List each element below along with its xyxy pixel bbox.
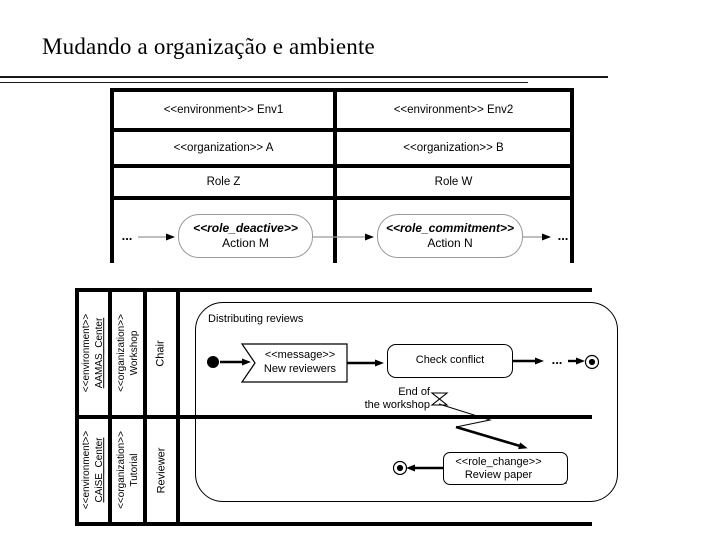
lane1-organization-stereotype: <<organization>> (115, 314, 127, 392)
action-n-label: Action N (427, 236, 473, 250)
slide-title: Mudando a organização e ambiente (42, 34, 375, 59)
title-rule-bottom (0, 82, 528, 83)
table-row-divider-1 (110, 128, 574, 132)
title-rule-top (0, 76, 608, 78)
table-border-top (110, 88, 574, 92)
table-border-left (110, 88, 114, 263)
table-row-divider-3 (110, 196, 574, 200)
swimlane-border-bottom (75, 522, 592, 526)
org-a-cell: <<organization>> A (173, 142, 274, 154)
lane1-organization-cell: <<organization>> Workshop (112, 292, 143, 414)
swimlane-col-divider-2 (143, 292, 147, 522)
role-change-stereotype: <<role_change>> (455, 456, 542, 468)
table-divider-middle (333, 88, 337, 263)
action-m-label: Action M (222, 236, 269, 250)
time-event-line2: the workshop (364, 398, 430, 411)
ellipsis-right: ... (557, 228, 569, 243)
accept-event-label: <<message>> New reviewers (254, 348, 346, 376)
activity-frame (195, 302, 618, 502)
lane2-environment-cell: <<environment>> CAiSE_Center (79, 418, 108, 522)
message-name: New reviewers (263, 363, 337, 375)
role-z-cell: Role Z (206, 176, 241, 188)
time-event-line1: End of (398, 386, 430, 398)
review-paper-action: <<role_change>> Review paper (443, 452, 568, 485)
activity-ellipsis: ... (551, 352, 563, 367)
swimlane-border-left (75, 288, 79, 526)
action-n-stereotype: <<role_commitment>> (385, 221, 515, 235)
lane1-environment-cell: <<environment>> AAMAS_Center (79, 292, 108, 414)
role-w-cell: Role W (434, 176, 473, 188)
check-conflict-action: Check conflict (387, 344, 513, 378)
swimlane-col-divider-3 (176, 292, 180, 522)
ellipsis-left: ... (121, 228, 133, 243)
lane2-environment-stereotype: <<environment>> (81, 430, 93, 510)
lane1-organization-name: Workshop (128, 330, 140, 376)
lane1-role-cell: Chair (147, 292, 176, 414)
time-event-label: End of the workshop (350, 386, 430, 411)
env2-cell: <<environment>> Env2 (393, 104, 514, 116)
lane2-organization-cell: <<organization>> Tutorial (112, 418, 143, 522)
swimlane-border-top (75, 288, 592, 292)
lane2-organization-stereotype: <<organization>> (115, 431, 127, 509)
activity-frame-label: Distributing reviews (208, 313, 304, 325)
lane-divider (79, 415, 592, 419)
action-m-stereotype: <<role_deactive>> (193, 221, 298, 235)
message-stereotype: <<message>> (264, 349, 336, 361)
lane1-environment-stereotype: <<environment>> (81, 313, 93, 393)
lane1-environment-name: AAMAS_Center (94, 317, 106, 389)
table-row-divider-2 (110, 164, 574, 168)
env1-cell: <<environment>> Env1 (163, 104, 284, 116)
role-change-name: Review paper (464, 469, 533, 481)
lane1-role-label: Chair (154, 339, 167, 367)
lane2-organization-name: Tutorial (128, 453, 140, 487)
table-border-right (570, 88, 574, 263)
swimlane-col-divider-1 (108, 292, 112, 522)
lane2-role-label: Reviewer (155, 447, 168, 493)
lane2-environment-name: CAiSE_Center (94, 437, 106, 503)
action-m-node: <<role_deactive>> Action M (178, 214, 313, 258)
lane2-role-cell: Reviewer (147, 418, 176, 522)
action-n-node: <<role_commitment>> Action N (377, 214, 523, 258)
org-b-cell: <<organization>> B (403, 142, 504, 154)
